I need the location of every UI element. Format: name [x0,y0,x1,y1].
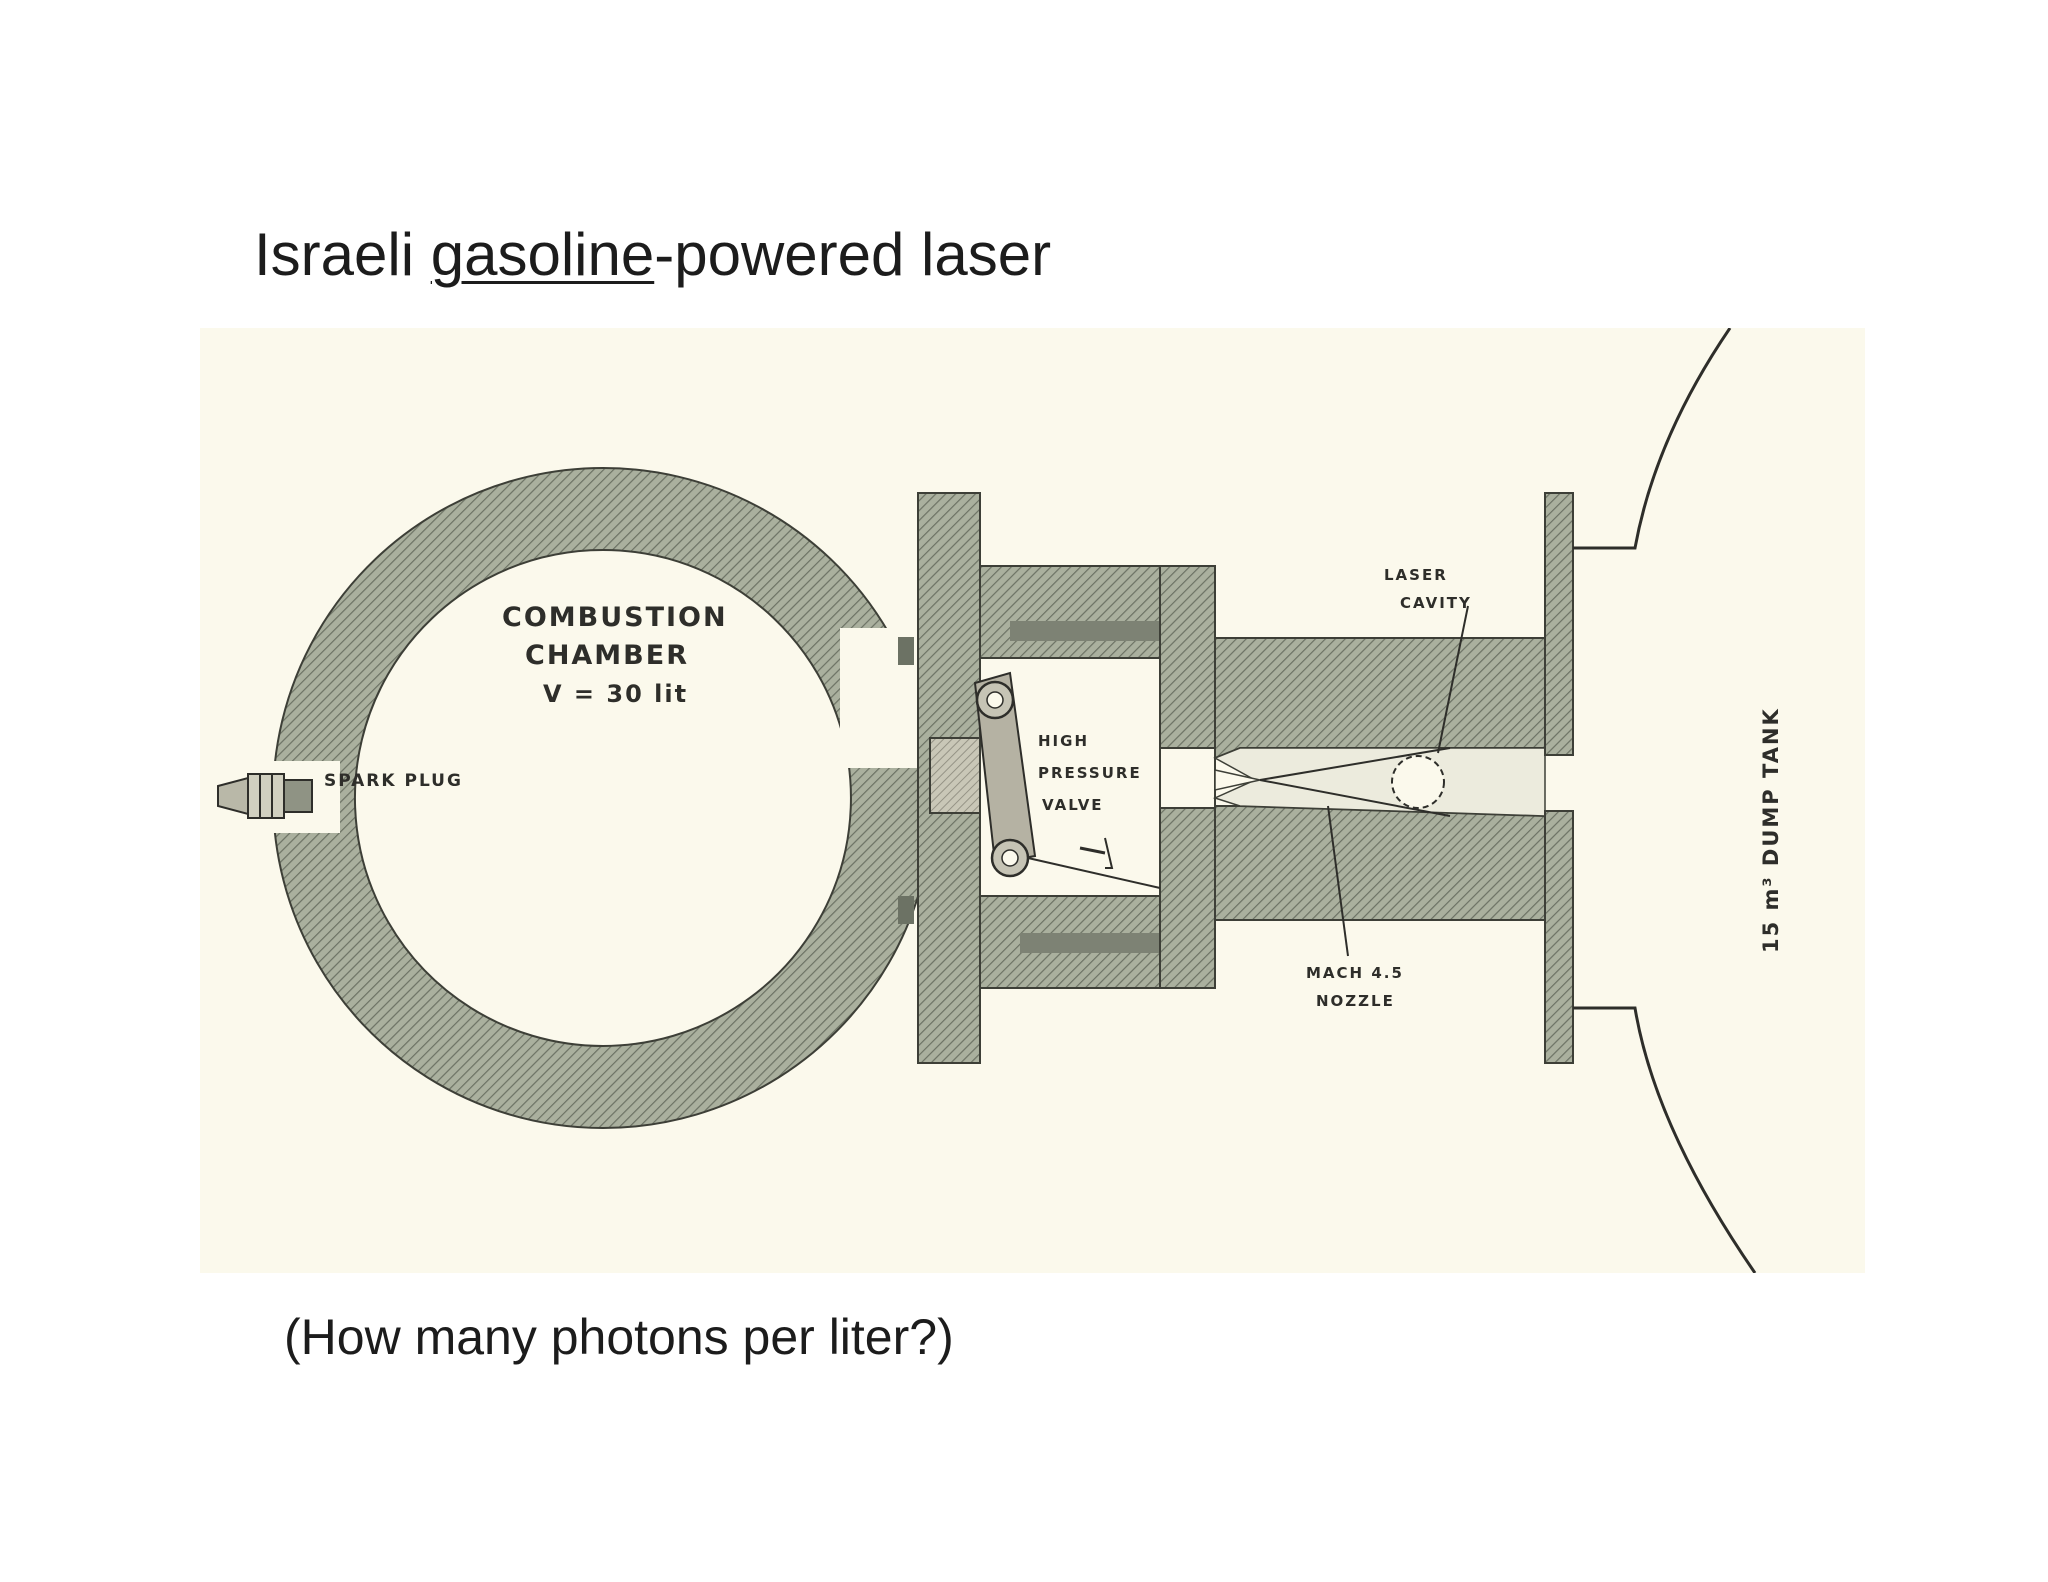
label-nozzle: NOZZLE [1316,992,1395,1010]
mach-nozzle [1212,637,1546,921]
label-valve-valve: VALVE [1042,796,1104,814]
title-prefix: Israeli [254,221,431,288]
label-mach: MACH 4.5 [1306,964,1404,982]
cavity-leader-line [1437,605,1469,754]
label-valve-high: HIGH [1038,732,1089,750]
figure-background [200,328,1865,1273]
valve-housing-inner-top [1010,621,1160,641]
label-spark-plug: SPARK PLUG [324,771,463,791]
title-suffix: -powered laser [654,221,1052,288]
right-flange-top [1544,492,1574,756]
combustion-chamber [272,467,935,1129]
label-combustion: COMBUSTION [502,602,728,633]
high-pressure-valve [973,671,1161,889]
nozzle-leader-line [1327,805,1349,957]
label-dump-tank: 15 m³ DUMP TANK [1759,707,1783,953]
ring-lip-top [898,637,914,665]
title-underlined-word: gasoline [430,221,655,288]
laser-diagram: COMBUSTION CHAMBER V = 30 lit SPARK PLUG… [200,328,1865,1273]
spark-plug [217,773,313,819]
valve-housing-inner-bottom [1020,933,1160,953]
dump-tank-outline [1573,328,1757,1273]
label-valve-pressure: PRESSURE [1038,764,1142,782]
valve-housing-top-wall [979,565,1161,659]
label-chamber: CHAMBER [525,640,689,671]
ring-lip-bottom [898,896,914,924]
laser-diagram-svg: COMBUSTION CHAMBER V = 30 lit SPARK PLUG… [200,328,1865,1273]
inlet-passage [929,737,981,814]
right-flange-bottom [1544,810,1574,1064]
slide-title: Israeli gasoline-powered laser [254,222,1051,288]
right-housing-gap [1159,747,1216,809]
label-cavity: CAVITY [1400,594,1472,612]
slide-caption: (How many photons per liter?) [284,1309,954,1365]
label-laser: LASER [1384,566,1448,584]
label-volume: V = 30 lit [543,680,688,708]
